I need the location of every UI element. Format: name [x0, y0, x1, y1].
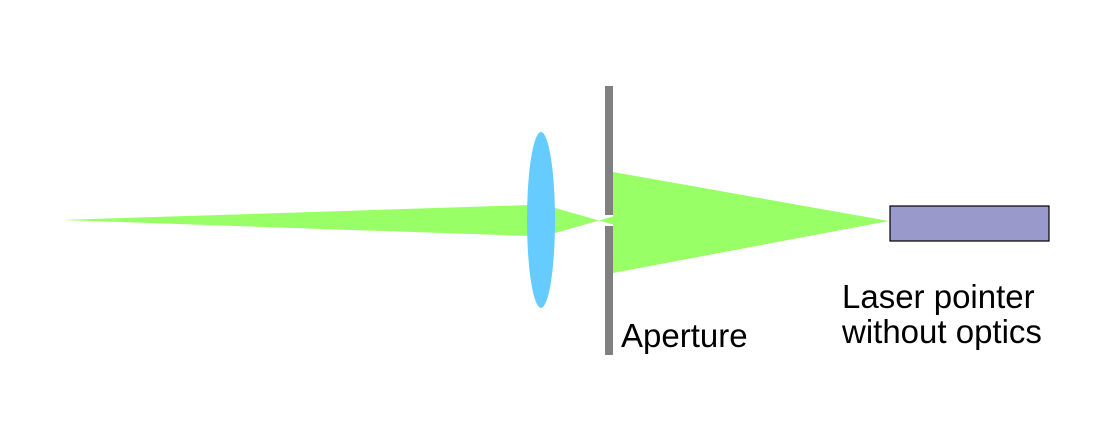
laser-label-line-1: Laser pointer	[842, 278, 1035, 315]
laser-label-line-2: without optics	[842, 313, 1042, 350]
beam-converging-left	[62, 205, 530, 236]
beam-diverging-from-laser	[613, 172, 889, 273]
beam-focused-segment	[548, 206, 615, 235]
aperture-label: Aperture	[621, 317, 748, 354]
laser-pointer-label: Laser pointer without optics	[842, 279, 1042, 349]
laser-pointer-body	[889, 205, 1050, 242]
lens	[527, 132, 555, 308]
aperture-plate-upper	[605, 86, 613, 215]
aperture-plate-lower	[605, 226, 613, 355]
